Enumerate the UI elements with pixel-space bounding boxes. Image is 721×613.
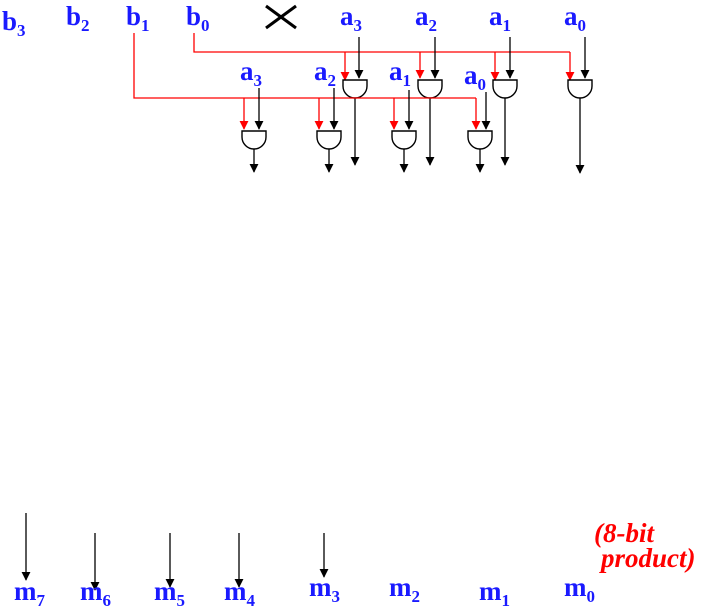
and-gate-a2b1 xyxy=(316,130,342,150)
row0-outputs xyxy=(350,98,585,174)
product-input-arrows xyxy=(21,513,329,591)
multiplier-a-labels: a3 a2 a1 a0 xyxy=(340,1,586,35)
row1-label-a1: a1 xyxy=(389,56,411,90)
row0-wiring xyxy=(193,33,590,81)
label-m0: m0 xyxy=(564,572,595,606)
label-a3: a3 xyxy=(340,1,362,35)
label-b3: b3 xyxy=(2,6,26,40)
b0-bus-wire xyxy=(193,33,570,53)
times-icon xyxy=(265,4,297,30)
label-m3: m3 xyxy=(309,572,340,606)
row1-wiring xyxy=(133,33,491,130)
partial-row-1-a-labels: a3 a2 a1 a0 xyxy=(240,56,486,94)
label-m7: m7 xyxy=(14,576,46,610)
label-a0: a0 xyxy=(564,1,586,35)
label-m1: m1 xyxy=(479,576,510,610)
note-line-2: product) xyxy=(599,543,696,573)
row1-outputs xyxy=(249,149,485,173)
label-b0: b0 xyxy=(186,1,210,35)
label-m2: m2 xyxy=(389,572,420,606)
row0-and-gates xyxy=(342,79,593,99)
and-gate-a3b1 xyxy=(241,130,267,150)
and-gate-a0b1 xyxy=(467,130,493,150)
multiplicand-b-labels: b3 b2 b1 b0 xyxy=(2,1,210,40)
b1-bus-wire xyxy=(133,33,476,99)
label-a2: a2 xyxy=(415,1,437,35)
note-line-1: (8-bit xyxy=(594,518,655,548)
row1-label-a2: a2 xyxy=(314,56,336,90)
label-m6: m6 xyxy=(80,576,111,610)
label-b1: b1 xyxy=(126,1,150,35)
product-note: (8-bit product) xyxy=(594,518,696,573)
and-gate-a0b0 xyxy=(567,79,593,99)
and-gate-a1b1 xyxy=(391,130,417,150)
row1-and-gates xyxy=(241,130,493,150)
and-gate-a3b0 xyxy=(342,79,368,99)
label-m4: m4 xyxy=(224,576,256,610)
row1-label-a0: a0 xyxy=(464,60,486,94)
row1-label-a3: a3 xyxy=(240,56,262,90)
label-b2: b2 xyxy=(66,1,90,35)
product-m-labels: m7 m6 m5 m4 m3 m2 m1 m0 xyxy=(14,572,595,610)
and-gate-a1b0 xyxy=(492,79,518,99)
label-m5: m5 xyxy=(154,576,185,610)
and-gate-a2b0 xyxy=(417,79,443,99)
label-a1: a1 xyxy=(489,1,511,35)
